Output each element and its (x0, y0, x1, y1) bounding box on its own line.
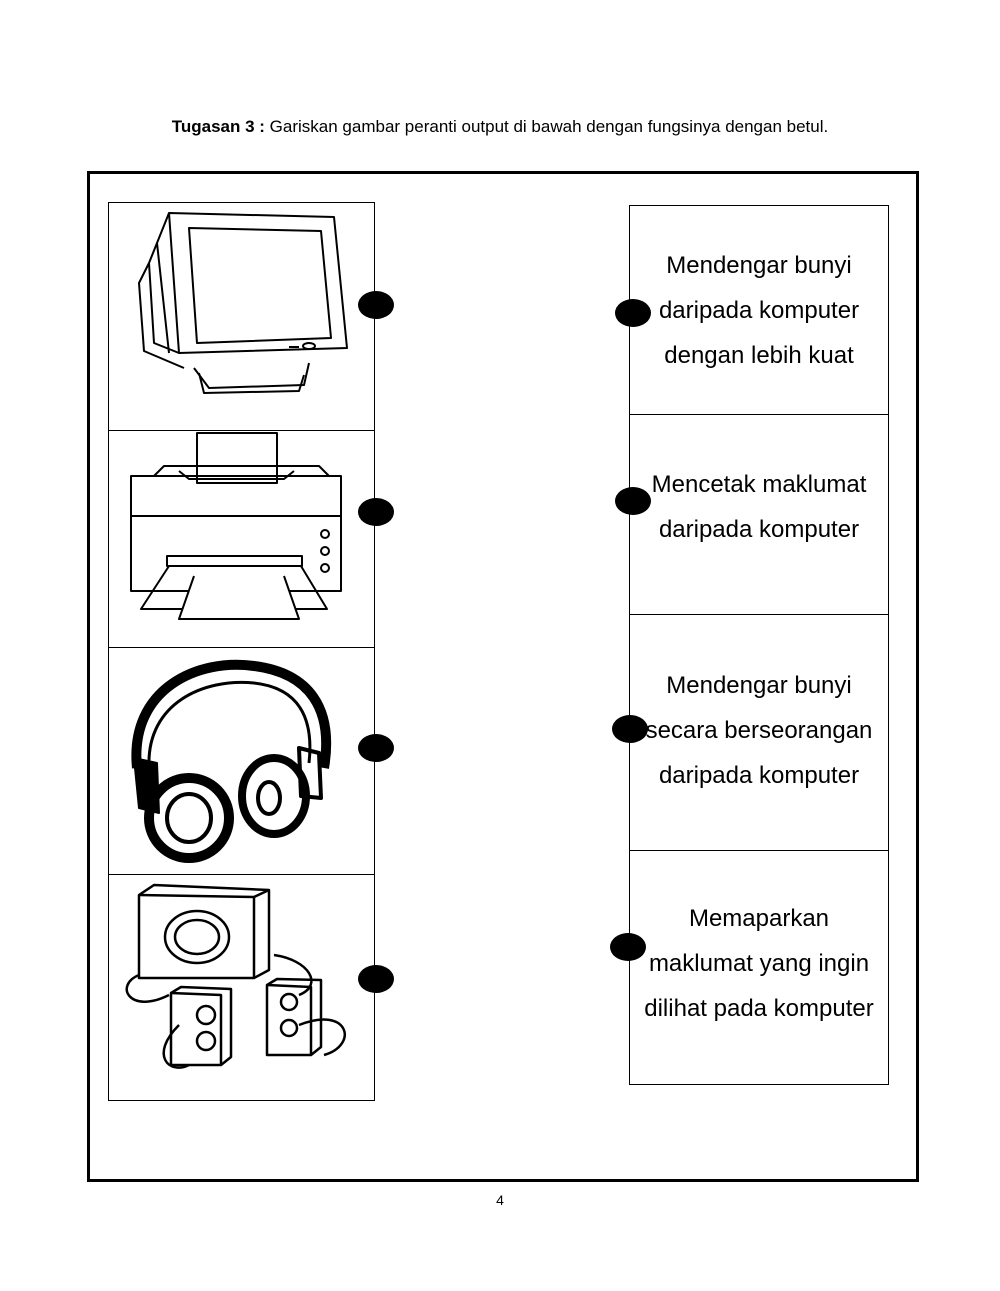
match-dot-monitor[interactable] (358, 291, 394, 319)
function-column: Mendengar bunyi daripada komputer dengan… (629, 205, 889, 1085)
task-instruction: Gariskan gambar peranti output di bawah … (264, 117, 829, 136)
device-cell-monitor (109, 203, 374, 431)
match-dot-function-3[interactable] (612, 715, 648, 743)
match-dot-headphones[interactable] (358, 734, 394, 762)
worksheet-frame (87, 171, 919, 1182)
function-text-2: Mencetak maklumat daripada komputer (651, 471, 867, 543)
page-number: 4 (496, 1192, 504, 1208)
function-text-3: Mendengar bunyi secara berseorangan dari… (645, 672, 873, 789)
function-cell-2: Mencetak maklumat daripada komputer (630, 415, 888, 615)
printer-icon (130, 432, 342, 620)
match-dot-function-2[interactable] (615, 487, 651, 515)
speakers-icon (125, 883, 346, 1069)
match-dot-printer[interactable] (358, 498, 394, 526)
instruction-text: Tugasan 3 : Gariskan gambar peranti outp… (0, 117, 1000, 137)
device-cell-headphones (109, 648, 374, 875)
match-dot-function-1[interactable] (615, 299, 651, 327)
match-dot-speakers[interactable] (358, 965, 394, 993)
device-cell-speakers (109, 875, 374, 1100)
monitor-icon (138, 212, 348, 394)
task-label: Tugasan 3 : (171, 117, 265, 136)
function-cell-4: Memaparkan maklumat yang ingin dilihat p… (630, 851, 888, 1084)
function-cell-1: Mendengar bunyi daripada komputer dengan… (630, 206, 888, 415)
headphones-icon (131, 659, 332, 863)
device-cell-printer (109, 431, 374, 648)
match-dot-function-4[interactable] (610, 933, 646, 961)
function-text-4: Memaparkan maklumat yang ingin dilihat p… (644, 905, 874, 1022)
function-cell-3: Mendengar bunyi secara berseorangan dari… (630, 615, 888, 851)
device-column (108, 202, 375, 1101)
function-text-1: Mendengar bunyi daripada komputer dengan… (658, 252, 860, 369)
